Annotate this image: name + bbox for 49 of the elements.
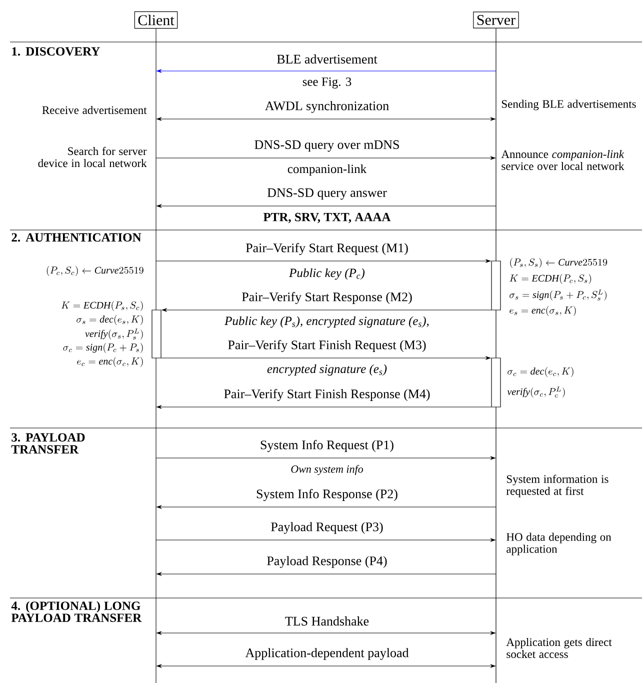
message-label: Pair–Verify Start Finish Request (M3) (228, 340, 426, 352)
message-label: Pair–Verify Start Request (M1) (246, 243, 408, 255)
formula: $\sigma_s = \mathit{sign}(P_s+P_c,S_s^L)$ (510, 290, 606, 300)
message-note: Public key (P$_{c}$) (289, 268, 365, 280)
formula: $(P_s,S_s) \leftarrow \mathit{Curve}25519$ (510, 258, 608, 268)
section-heading: 2. AUTHENTICATION (12, 233, 142, 242)
formula: $e_s = \mathit{enc}(\sigma_s,K)$ (510, 306, 576, 316)
message-note: see Fig. 3 (302, 78, 352, 88)
section-heading: 3. PAYLOAD TRANSFER (11, 433, 85, 454)
message-label: Pair–Verify Start Response (M2) (242, 292, 412, 304)
message-label: System Info Response (P2) (256, 489, 398, 501)
message-note: encrypted signature (e$_{s}$) (267, 364, 387, 376)
message-label: DNS-SD query over mDNS (254, 140, 399, 152)
note-text: HO data depending on application (506, 532, 612, 556)
formula: $\mathit{verify}(\sigma_c,P_c^L)$ (507, 386, 565, 398)
note-text: Sending BLE advertisements (502, 100, 636, 110)
message-label: Payload Response (P4) (267, 556, 387, 568)
message-note: companion-link (288, 164, 367, 176)
formula: $e_c = \mathit{enc}(\sigma_c,K)$ (77, 357, 143, 368)
message-note: Own system info (291, 464, 364, 476)
section-heading: 1. DISCOVERY (12, 47, 100, 56)
formula: $(P_c,S_c) \leftarrow \mathit{Curve}25519$ (46, 266, 144, 276)
section-heading: 4. (OPTIONAL) LONG PAYLOAD TRANSFER (11, 601, 142, 622)
note-text: Search for server device in local network (38, 146, 147, 168)
participant-box: Client (134, 11, 178, 29)
note-text: Receive advertisement (42, 106, 147, 114)
formula: $\sigma_c = \mathit{sign}(P_c+P_s)$ (63, 343, 143, 354)
message-label: Payload Request (P3) (271, 522, 383, 534)
message-label: BLE advertisement (277, 54, 378, 64)
formula: $\sigma_c = \mathit{dec}(e_c,K)$ (508, 367, 574, 378)
message-label: AWDL synchronization (265, 101, 389, 113)
message-label: TLS Handshake (285, 616, 369, 626)
participant-box: Server (473, 12, 519, 28)
note-text: Application gets direct socket access (506, 638, 612, 658)
message-label: DNS-SD query answer (267, 188, 387, 200)
message-note: Public key (P$_{s}$), encrypted signature (e$_{s}$), (224, 316, 429, 328)
message-label: System Info Request (P1) (260, 440, 394, 452)
formula: $K = \mathit{ECDH}(P_c,S_s)$ (510, 274, 592, 284)
message-label: Pair–Verify Start Finish Response (M4) (224, 389, 430, 401)
message-label: Application-dependent payload (245, 648, 409, 660)
formula: $\sigma_s = \mathit{dec}(e_s,K)$ (76, 315, 143, 326)
activation-bar (491, 260, 501, 310)
note-text: System information is requested at first (506, 474, 608, 498)
activation-bar (491, 358, 501, 408)
formula: $\mathit{verify}(\sigma_s,P_s^L)$ (85, 328, 143, 340)
formula: $K = \mathit{ECDH}(P_s,S_c)$ (61, 301, 143, 312)
message-note: PTR, SRV, TXT, AAAA (263, 212, 391, 224)
activation-bar (152, 310, 162, 358)
note-text: Announce companion-link service over local network (501, 150, 624, 170)
